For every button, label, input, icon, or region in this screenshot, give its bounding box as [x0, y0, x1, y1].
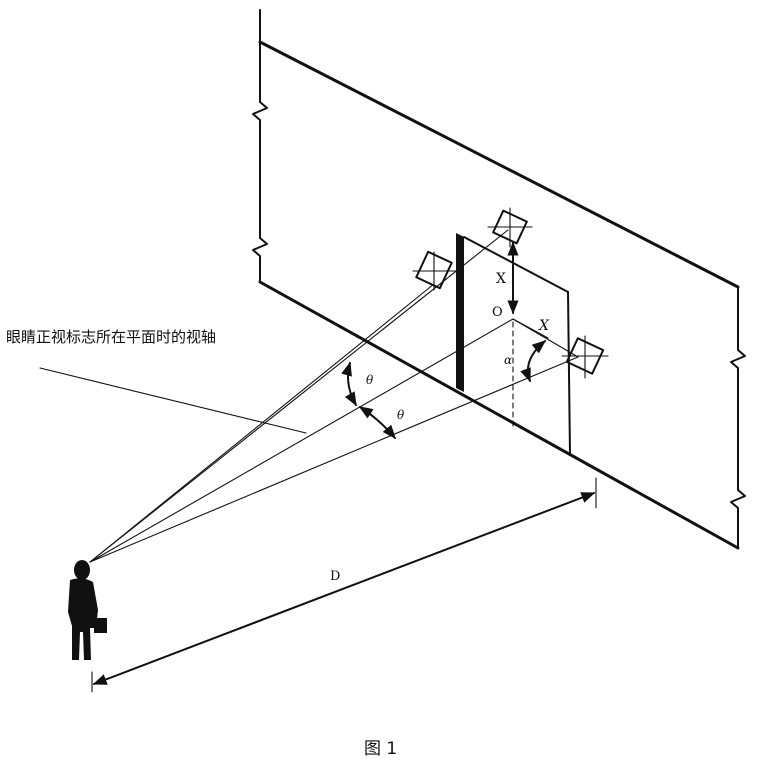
wall-left-break-line	[252, 9, 268, 283]
viewing-target-left	[412, 250, 457, 291]
label-distance: D	[330, 569, 340, 584]
sign-panel	[456, 233, 601, 473]
label-theta-2: θ	[397, 408, 405, 422]
figure-caption: 图 1	[364, 739, 397, 759]
annotation-leader-line	[39, 367, 307, 434]
wall-bottom-edge	[258, 280, 740, 550]
visual-axis-annotation: 眼睛正视标志所在平面时的视轴	[6, 328, 216, 346]
theta-angle-arc-2	[358, 406, 396, 440]
sign-panel-right-edge	[567, 291, 571, 456]
label-theta-1: θ	[366, 373, 374, 387]
distance-dimension-line	[92, 492, 596, 685]
horizontal-offset-tick	[512, 318, 549, 339]
wall-top-edge	[258, 40, 740, 289]
sign-panel-top-edge	[463, 236, 569, 293]
distance-dimension	[91, 477, 597, 693]
label-x-vertical: X	[496, 271, 506, 287]
label-x-horizontal: X	[538, 318, 550, 334]
offset-construction	[507, 241, 549, 431]
sign-panel-base-edge	[569, 454, 601, 473]
theta-angles	[341, 361, 396, 440]
label-origin: O	[492, 305, 503, 320]
sight-line-right-target	[89, 356, 579, 563]
alpha-angle-arc	[520, 340, 547, 383]
wall-plane	[252, 9, 746, 550]
label-alpha: α	[504, 353, 512, 367]
observer-figure	[68, 560, 107, 660]
theta-angle-arc-1	[341, 361, 357, 407]
viewing-target-top	[487, 207, 533, 248]
sign-panel-left-edge	[456, 233, 464, 392]
wall-right-break-line	[730, 286, 746, 549]
sight-line-origin	[89, 318, 514, 563]
sight-line-left-target	[89, 283, 435, 563]
viewing-target-right	[561, 335, 609, 379]
